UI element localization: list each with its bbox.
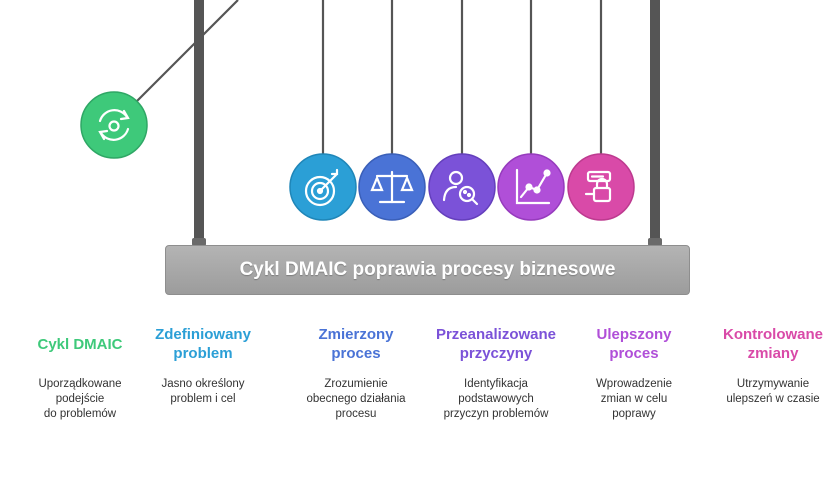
string-1 xyxy=(136,0,239,102)
step-description: Utrzymywanie ulepszeń w czasie xyxy=(726,378,820,405)
step-title: Cykl DMAIC xyxy=(37,335,123,353)
target-icon xyxy=(304,168,339,207)
step-description: Identyfikacja podstawowych przyczyn prob… xyxy=(443,378,549,420)
balance-scale-icon xyxy=(370,170,414,204)
step-analyze: Przeanalizowane przyczyny Identyfikacja … xyxy=(426,325,566,422)
frame-post-right-cap xyxy=(648,238,662,246)
step-cycle: Cykl DMAIC Uporządkowane podejście do pr… xyxy=(10,325,150,422)
step-measure: Zmierzony proces Zrozumienie obecnego dz… xyxy=(286,325,426,422)
step-description: Uporządkowane podejście do problemów xyxy=(38,378,122,420)
frame-post-left xyxy=(194,0,204,246)
cradle-base: Cykl DMAIC poprawia procesy biznesowe xyxy=(165,245,690,295)
step-title: Ulepszony proces xyxy=(596,326,672,362)
refresh-cycle-icon xyxy=(98,109,130,141)
line-chart-icon xyxy=(515,168,551,205)
lock-control-icon xyxy=(584,170,612,203)
step-description: Zrozumienie obecnego działania procesu xyxy=(306,378,406,420)
user-search-icon xyxy=(442,170,479,206)
step-title: Kontrolowane zmiany xyxy=(723,326,823,362)
ball-analyze xyxy=(428,153,496,221)
ball-improve xyxy=(497,153,565,221)
step-title: Zdefiniowany problem xyxy=(155,326,251,362)
ball-define xyxy=(289,153,357,221)
base-title: Cykl DMAIC poprawia procesy biznesowe xyxy=(239,259,616,280)
frame-post-left-cap xyxy=(192,238,206,246)
step-define: Zdefiniowany problem Jasno określony pro… xyxy=(133,325,273,407)
step-title: Przeanalizowane przyczyny xyxy=(435,326,557,362)
step-improve: Ulepszony proces Wprowadzenie zmian w ce… xyxy=(564,325,704,422)
step-control: Kontrolowane zmiany Utrzymywanie ulepsze… xyxy=(703,325,840,407)
ball-measure xyxy=(358,153,426,221)
step-description: Jasno określony problem i cel xyxy=(161,378,245,405)
step-title: Zmierzony proces xyxy=(318,326,394,362)
step-description: Wprowadzenie zmian w celu poprawy xyxy=(595,378,673,420)
ball-cycle xyxy=(80,91,148,159)
newtons-cradle-diagram xyxy=(80,0,662,246)
ball-control xyxy=(567,153,635,221)
frame-post-right xyxy=(650,0,660,246)
